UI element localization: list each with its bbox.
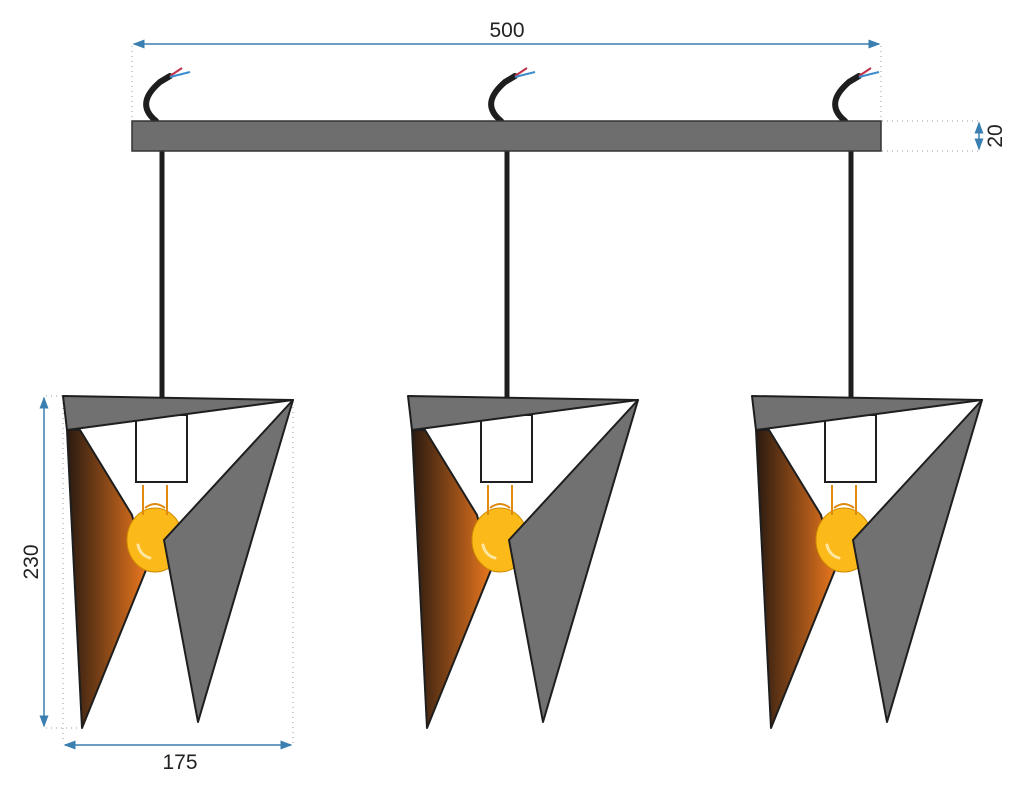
bulb-socket xyxy=(135,414,188,483)
wire-blue xyxy=(169,71,191,78)
bulb-socket xyxy=(480,414,533,483)
shade-inner-panel xyxy=(66,429,147,729)
ceiling-bar xyxy=(131,120,882,152)
shade-top-panel xyxy=(751,395,983,431)
wire-red xyxy=(169,67,183,77)
power-cable xyxy=(832,73,862,124)
shade-inner-panel xyxy=(755,429,836,729)
lamps xyxy=(62,67,983,729)
pendant-lamp-1 xyxy=(62,67,294,729)
wire-blue xyxy=(514,71,536,78)
pendant-lamp-3 xyxy=(751,67,983,729)
pendant-lamp-2 xyxy=(407,67,639,729)
shade-inner-panel xyxy=(411,429,492,729)
bar-height-label: 20 xyxy=(984,124,1007,147)
bulb-socket xyxy=(824,414,877,483)
power-cable xyxy=(488,73,518,124)
wire-red xyxy=(514,67,528,77)
power-cable xyxy=(143,73,173,124)
bulb-highlight xyxy=(825,543,841,560)
bulb-filament xyxy=(487,485,513,515)
shade-height-label: 230 xyxy=(20,544,43,579)
width-total-label: 500 xyxy=(489,19,524,42)
shade-width-label: 175 xyxy=(162,751,197,774)
dimension-shade-height: 230 xyxy=(20,395,82,729)
dimension-bar-height: 20 xyxy=(882,120,1007,152)
bulb-filament xyxy=(142,485,168,515)
bulb-highlight xyxy=(136,543,152,560)
shade-outer-panel xyxy=(163,399,294,723)
dimension-width-total: 500 xyxy=(131,19,882,120)
shade-top-panel xyxy=(62,395,294,431)
wire-red xyxy=(858,67,872,77)
shade-top-panel xyxy=(407,395,639,431)
shade-outer-panel xyxy=(508,399,639,723)
shade-outer-panel xyxy=(852,399,983,723)
wire-blue xyxy=(858,71,880,78)
bulb-filament xyxy=(831,485,857,515)
dimension-shade-width: 175 xyxy=(62,398,294,774)
bulb-highlight xyxy=(481,543,497,560)
